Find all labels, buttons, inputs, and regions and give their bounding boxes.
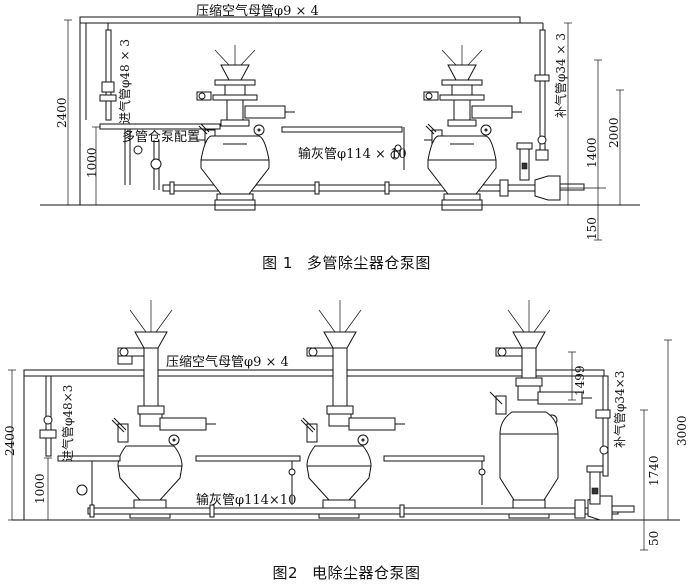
fig2-dim-1499: 1499 (573, 365, 587, 396)
fig1-pump-config-label: 多管仓泵配置 (122, 129, 200, 145)
fig1-inlet-label: 进气管φ48 × 3 (117, 39, 132, 124)
fig2-air-main-label: 压缩空气母管φ9 × 4 (166, 354, 289, 370)
fig2-dim-1740: 1740 (647, 455, 661, 486)
fig1-dim-2400: 2400 (55, 97, 69, 128)
fig2-dim-2400: 2400 (3, 425, 17, 456)
fig2-ash-pipe-label: 输灰管φ114×10 (196, 492, 296, 508)
fig1-dim-2000: 2000 (607, 117, 621, 148)
figure1-caption-number: 图 1 (262, 254, 293, 272)
fig1-dim-150: 150 (585, 217, 599, 240)
fig2-inlet-label: 进气管φ48×3 (60, 385, 75, 462)
fig2-dim-1000: 1000 (33, 473, 47, 504)
fig2-dim-50: 50 (647, 531, 661, 546)
fig1-ash-pipe-label: 输灰管φ114 × 10 (298, 146, 407, 162)
figure2-caption-title: 电除尘器仓泵图 (312, 564, 421, 582)
fig2-dim-3000: 3000 (675, 415, 689, 446)
fig2-air-main-pipe (23, 369, 605, 377)
fig2-makeup-label: 补气管φ34×3 (612, 371, 627, 448)
figure2-caption-number: 图2 (272, 564, 299, 582)
figure2-drawing: 压缩空气母管φ9 × 4 进气管φ48×3 补气管φ34×3 输灰管φ114×1… (3, 300, 689, 551)
figure1-caption: 图 1 多管除尘器仓泵图 (0, 252, 693, 273)
figure2-caption: 图2 电除尘器仓泵图 (0, 562, 693, 583)
fig1-dim-1400: 1400 (585, 137, 599, 168)
fig1-makeup-label: 补气管φ34 × 3 (553, 33, 568, 118)
fig1-air-main-label: 压缩空气母管φ9 × 4 (196, 3, 319, 19)
figure1-drawing: 压缩空气母管φ9 × 4 进气管φ48 × 3 补气管φ34 × 3 输灰管φ1… (40, 3, 640, 241)
fig1-dim-1000: 1000 (85, 147, 99, 178)
figure1-caption-title: 多管除尘器仓泵图 (306, 254, 431, 272)
